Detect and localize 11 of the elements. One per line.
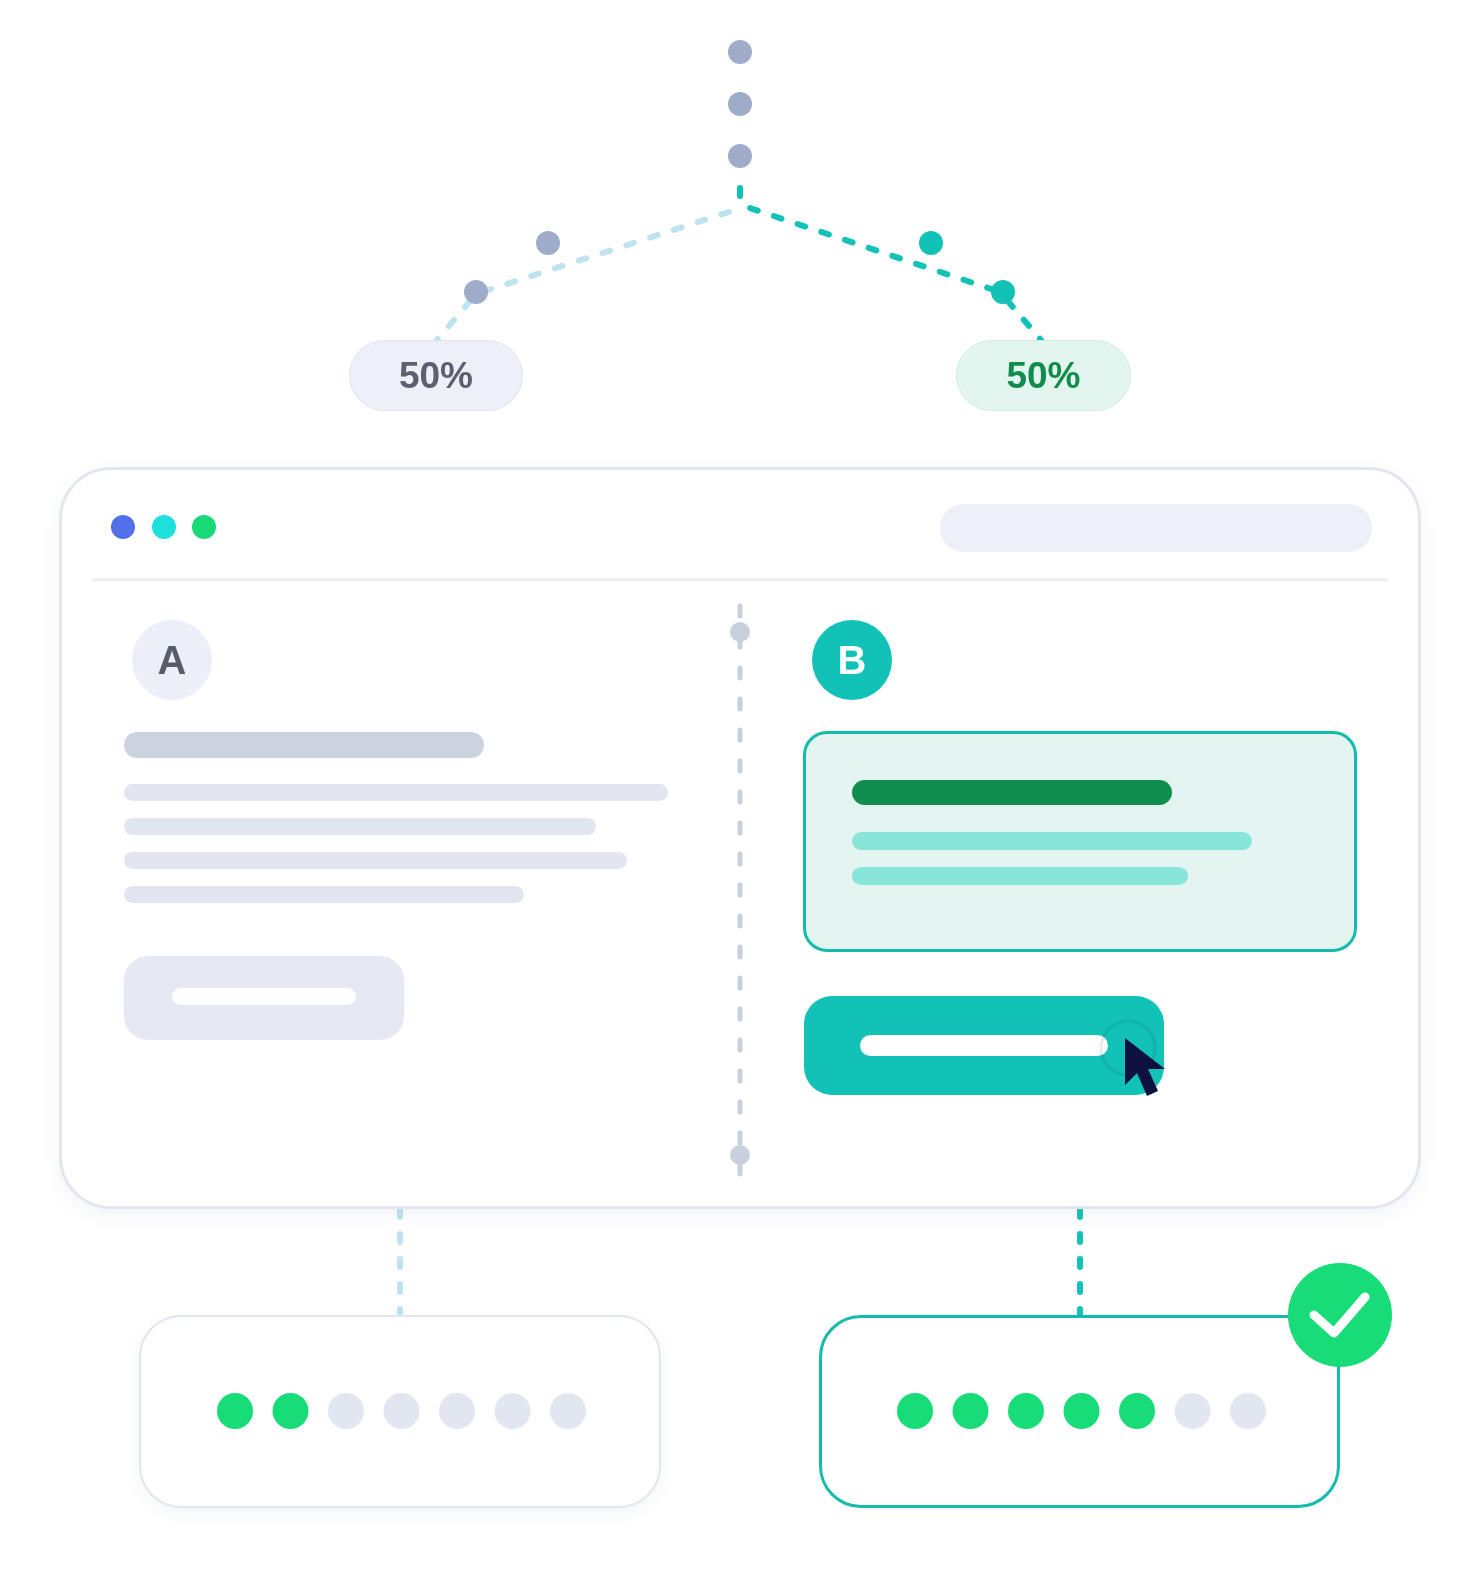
dotted-connector xyxy=(397,1206,403,1318)
variant-letter: A xyxy=(157,640,187,680)
dotted-connector xyxy=(737,185,1044,343)
dotted-connector xyxy=(434,209,732,343)
dotted-connector xyxy=(1077,1206,1083,1318)
browser-window xyxy=(59,467,1421,1209)
result-card xyxy=(819,1315,1340,1508)
variant-letter: B xyxy=(837,640,867,680)
percentage-label: 50% xyxy=(1006,357,1081,394)
result-card xyxy=(139,1315,661,1508)
percentage-label: 50% xyxy=(398,357,474,394)
